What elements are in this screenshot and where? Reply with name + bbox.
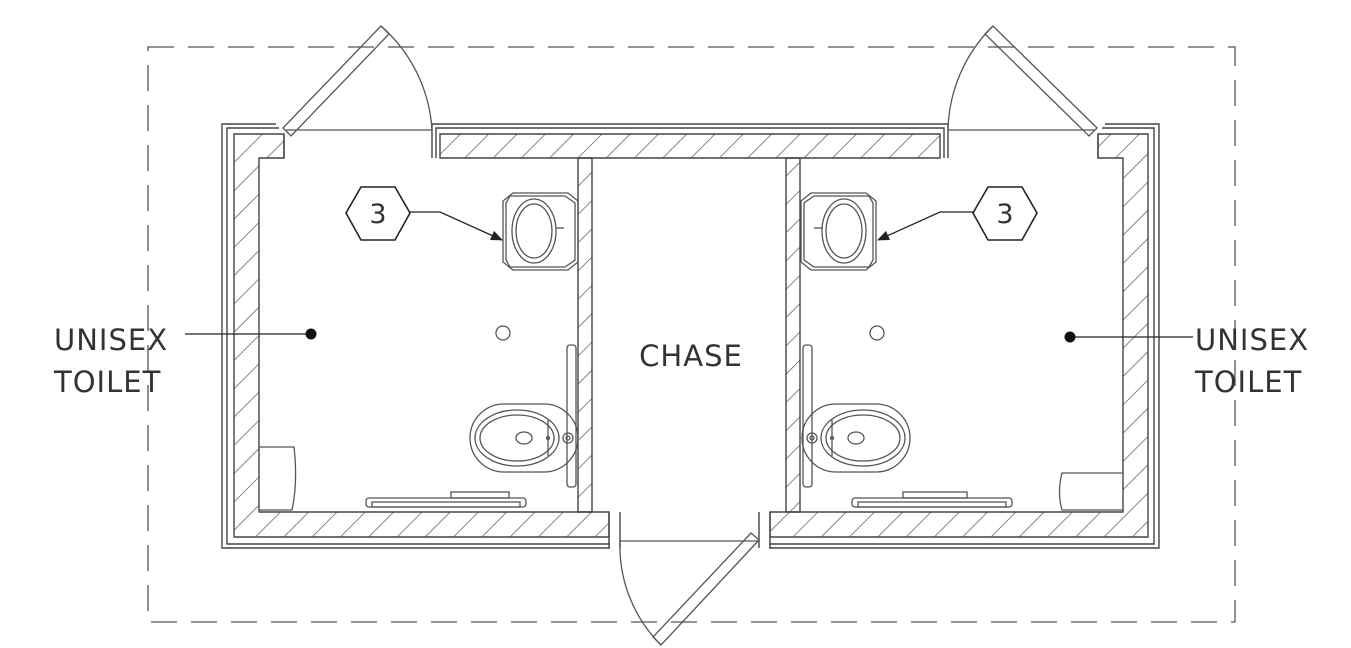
floor-drain-right: [869, 325, 885, 341]
tag-right: 3: [972, 186, 1038, 241]
tag-right-number: 3: [996, 199, 1013, 230]
fixtures-right: [800, 192, 1123, 511]
hexagon-tag-icon: [972, 186, 1038, 241]
doors: [282, 25, 1098, 646]
tag-leader-left: [410, 211, 503, 241]
walls: [233, 133, 1149, 538]
left-room-label-line1: UNISEX: [54, 323, 168, 357]
right-room-label-line1: UNISEX: [1195, 323, 1309, 357]
leader-dot-left: [305, 328, 317, 340]
outer-wall-lines: [221, 123, 1160, 549]
tag-left-number: 3: [369, 199, 386, 230]
sink-left: [502, 192, 579, 271]
grab-bar-right: [802, 344, 1013, 508]
left-room-label-line2: TOILET: [53, 365, 161, 399]
toilet-right: [801, 403, 911, 473]
leaders: [185, 211, 1193, 343]
trash-bin-left: [259, 446, 297, 511]
fixtures-left: [259, 192, 579, 511]
tag-leader-right: [877, 211, 973, 241]
right-room-label-line2: TOILET: [1194, 365, 1302, 399]
chase-label: CHASE: [639, 339, 743, 373]
trash-bin-right: [1058, 472, 1123, 511]
tag-left: 3: [345, 186, 411, 241]
hexagon-tag-icon: [345, 186, 411, 241]
toilet-left: [469, 403, 579, 473]
sink-right: [800, 192, 877, 271]
floor-drain-left: [495, 325, 511, 341]
dashed-boundary: [147, 46, 1236, 623]
grab-bar-left: [365, 344, 577, 508]
leader-dot-right: [1064, 331, 1076, 343]
